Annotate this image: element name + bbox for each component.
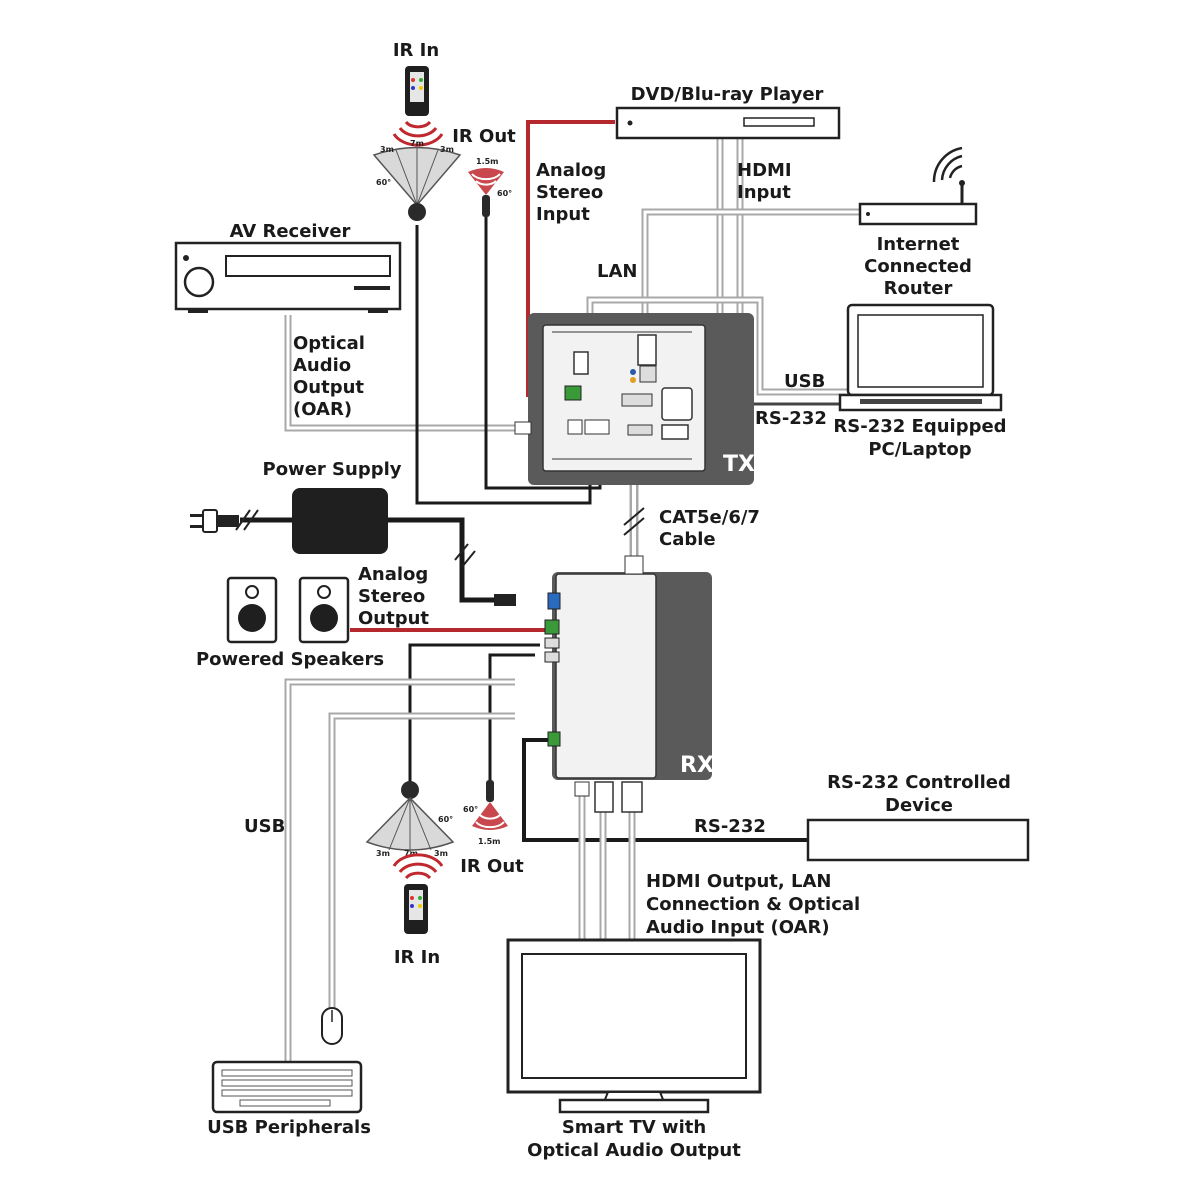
router-label-line1: Internet [877, 234, 960, 255]
analog-stereo-output-line2: Stereo [358, 586, 425, 607]
analog-stereo-input-line3: Input [536, 204, 590, 225]
analog-stereo-output-line3: Output [358, 608, 429, 629]
rs232-device-line2: Device [885, 795, 953, 816]
ir-receiver-fan-top [372, 146, 462, 221]
smart-tv-line2: Optical Audio Output [527, 1140, 741, 1161]
pc-laptop-line1: RS-232 Equipped [833, 416, 1006, 437]
ir-out-bottom-label: IR Out [460, 856, 524, 877]
optical-output-line3: Output [293, 377, 364, 398]
av-receiver-icon [174, 241, 402, 313]
power-supply-icon [190, 488, 516, 606]
tx-label: TX [723, 452, 755, 477]
router-label-line2: Connected [864, 256, 972, 277]
laptop-icon [838, 303, 1003, 412]
av-receiver-label: AV Receiver [230, 221, 351, 242]
power-cable [380, 517, 500, 603]
optical-output-line4: (OAR) [293, 399, 352, 420]
cat-cable-line2: Cable [659, 529, 716, 550]
ir-out-range-bottom: 1.5m [478, 837, 501, 846]
ir-out-angle-top: 60° [497, 189, 512, 198]
keyboard-icon [211, 1060, 363, 1114]
remote-icon-top [392, 66, 444, 147]
tx-unit: TX [514, 313, 755, 485]
hdmi-input-line1: HDMI [737, 160, 792, 181]
tv-connections-line3: Audio Input (OAR) [646, 917, 830, 938]
ir-range-left-top: 3m [380, 145, 394, 154]
ir-in-bottom-label: IR In [394, 947, 440, 968]
hdmi-input-line2: Input [737, 182, 791, 203]
cat-cable-break [623, 507, 645, 536]
ir-out-cable-bottom [488, 653, 535, 782]
ir-out-angle-bottom: 60° [463, 805, 478, 814]
ir-emitter-top [468, 168, 504, 217]
ir-receiver-fan-bottom [365, 781, 455, 852]
ir-in-top-label: IR In [393, 40, 439, 61]
optical-output-line1: Optical [293, 333, 365, 354]
ir-out-top-label: IR Out [452, 126, 516, 147]
ir-range-center-bottom: 7m [404, 849, 418, 858]
ir-range-right-bottom: 3m [434, 849, 448, 858]
rs232-cable-bottom [522, 738, 810, 842]
usb-top-label: USB [784, 371, 825, 392]
router-label-line3: Router [884, 278, 953, 299]
analog-stereo-input-line2: Stereo [536, 182, 603, 203]
analog-stereo-output-line1: Analog [358, 564, 428, 585]
analog-stereo-input-line1: Analog [536, 160, 606, 181]
ir-emitter-bottom [472, 780, 508, 830]
rs232-device-icon [806, 818, 1030, 862]
usb-left-label: USB [244, 816, 285, 837]
rs232-bottom-label: RS-232 [694, 816, 766, 837]
lan-label: LAN [597, 261, 637, 282]
smart-tv-line1: Smart TV with [562, 1117, 706, 1138]
smart-tv-icon [506, 938, 762, 1114]
mouse-icon [321, 1007, 343, 1045]
ir-range-center-top: 7m [410, 139, 424, 148]
rs232-device-line1: RS-232 Controlled [827, 772, 1011, 793]
remote-icon-bottom [392, 853, 444, 934]
ir-angle-bottom: 60° [438, 815, 453, 824]
ir-angle-top: 60° [376, 178, 391, 187]
tv-connections-line1: HDMI Output, LAN [646, 871, 831, 892]
powered-speakers-label: Powered Speakers [196, 649, 384, 670]
ir-range-left-bottom: 3m [376, 849, 390, 858]
optical-output-line2: Audio [293, 355, 351, 376]
ir-out-range-top: 1.5m [476, 157, 499, 166]
tv-connections-line2: Connection & Optical [646, 894, 860, 915]
ir-range-right-top: 3m [440, 145, 454, 154]
tx-dots [552, 331, 692, 460]
rx-unit: RX [544, 555, 714, 813]
speakers-icon [226, 576, 350, 644]
dvd-player-label: DVD/Blu-ray Player [631, 84, 824, 105]
rx-label: RX [680, 753, 714, 778]
dvd-player-icon [615, 106, 841, 140]
router-icon [858, 146, 978, 226]
power-supply-label: Power Supply [263, 459, 402, 480]
ir-in-cable-bottom [408, 643, 540, 782]
cat-cable-line1: CAT5e/6/7 [659, 507, 760, 528]
rs232-top-label: RS-232 [755, 408, 827, 429]
pc-laptop-line2: PC/Laptop [868, 439, 971, 460]
usb-peripherals-label: USB Peripherals [207, 1117, 371, 1138]
